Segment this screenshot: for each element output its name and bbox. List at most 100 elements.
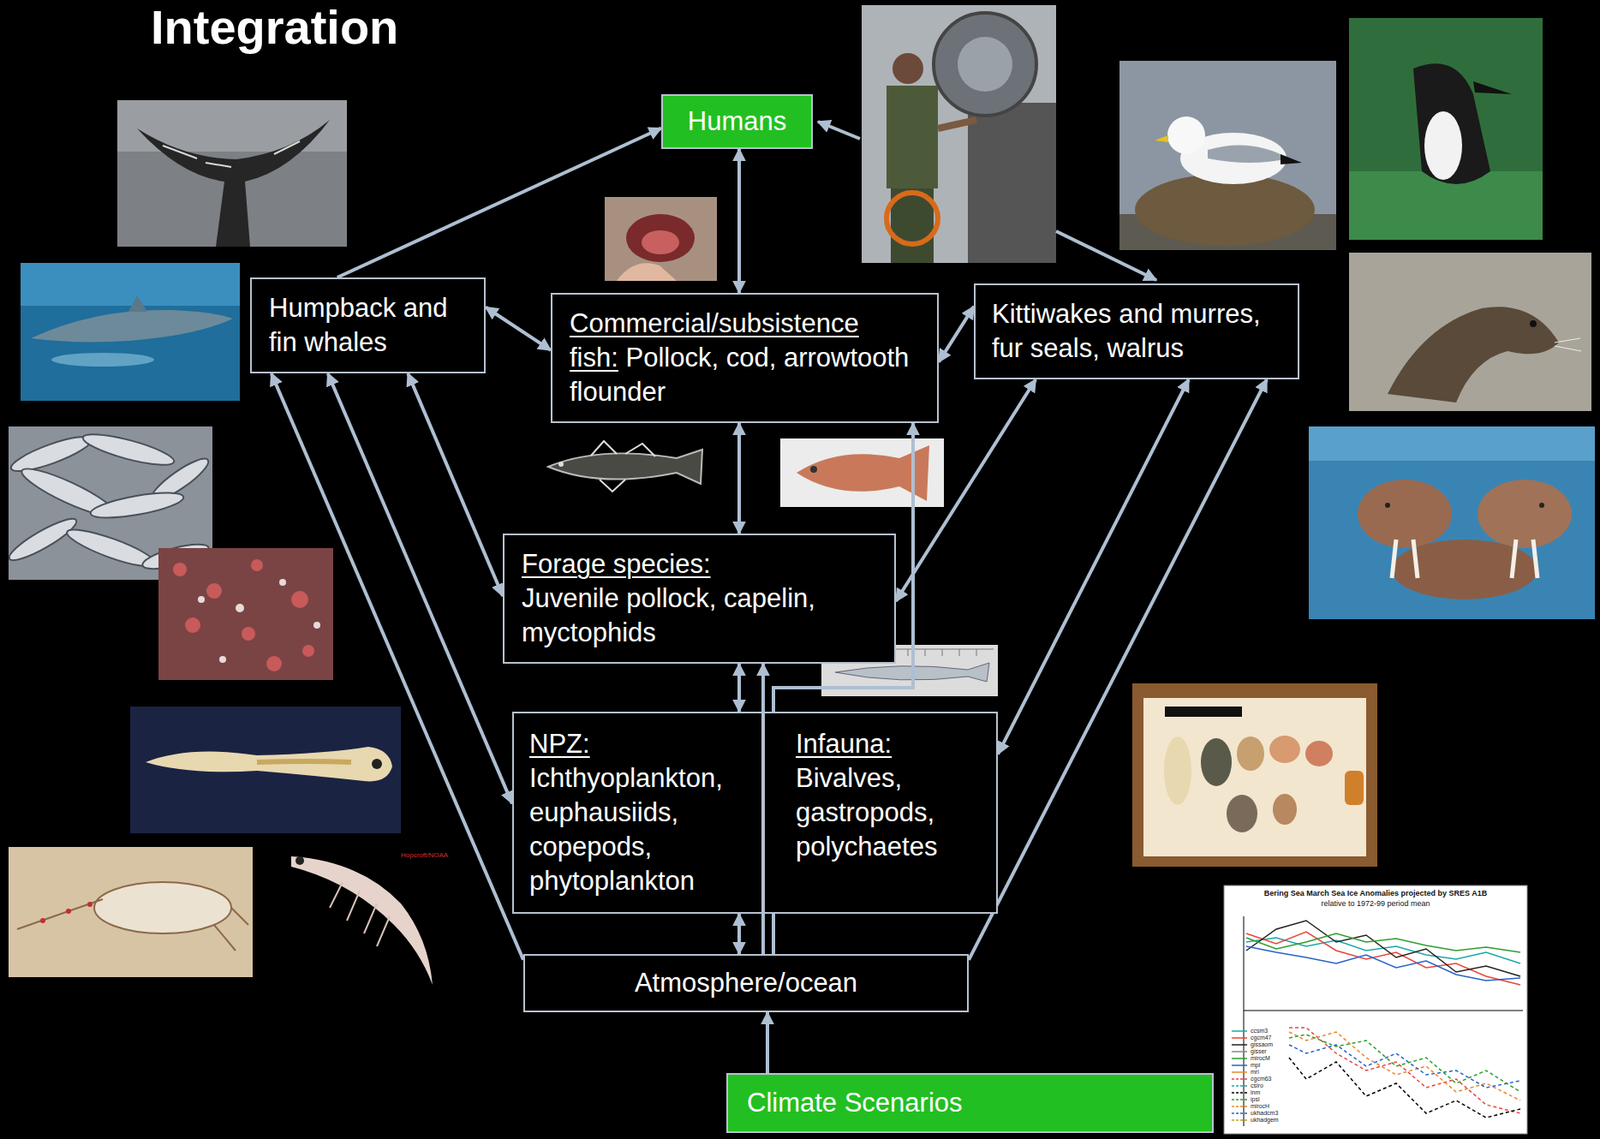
box-heading: NPZ: xyxy=(529,727,747,762)
sea-ice-chart-part-part xyxy=(1231,1050,1248,1053)
krill-catch-photo-part xyxy=(173,559,315,672)
krill-catch-photo-part-part xyxy=(313,621,321,629)
sea-ice-chart-part-part xyxy=(1246,946,1521,981)
chart-legend-entry: mirocM xyxy=(1250,1055,1271,1063)
rockfish-photo-part xyxy=(780,438,944,508)
pollock-drawing-part xyxy=(558,461,564,467)
fisher-photo-part xyxy=(967,102,1057,263)
fish-larva-photo-part xyxy=(145,746,393,782)
bivalves-photo-part xyxy=(1344,770,1364,806)
driver-box: Atmosphere/ocean xyxy=(523,954,969,1013)
bivalves-photo-part xyxy=(1164,736,1192,806)
krill-photo-part xyxy=(291,856,433,986)
copepod-photo-part xyxy=(65,908,72,914)
sea-ice-chart-part-part xyxy=(1231,1112,1248,1115)
group-box: Kittiwakes and murres, fur seals, walrus xyxy=(973,283,1300,380)
fisher-photo-part xyxy=(886,85,938,189)
sea-ice-chart-part-part xyxy=(1231,1057,1248,1060)
fish-catch-photo-part-part xyxy=(89,488,186,524)
chart-legend-entry: csiro xyxy=(1250,1082,1264,1090)
chart-legend-entry: inm xyxy=(1250,1089,1260,1097)
kittiwake-photo xyxy=(1119,60,1337,251)
sea-ice-chart-part-part xyxy=(1289,1032,1521,1101)
box-text: Pollock, cod, arrowtooth flounder xyxy=(569,342,909,407)
krill-catch-photo-part-part xyxy=(241,626,256,641)
fisher-photo-part xyxy=(957,36,1013,92)
walrus-photo-part xyxy=(1357,479,1452,549)
copepod-photo-part xyxy=(17,899,103,930)
chart-legend-entry: ukhadcm3 xyxy=(1250,1110,1278,1117)
box-heading: Forage species: xyxy=(521,547,878,582)
bivalves-photo-part xyxy=(1132,683,1378,867)
rockfish-photo-part xyxy=(796,445,930,502)
box-text: Climate Scenarios xyxy=(746,1086,1194,1121)
krill-catch-photo-part-part xyxy=(302,644,315,657)
bivalves-photo-part xyxy=(1226,794,1258,833)
murre-photo-part xyxy=(1349,17,1543,240)
sea-ice-chart-part-part xyxy=(1246,931,1521,986)
box-text: Juvenile pollock, capelin, myctophids xyxy=(521,581,878,651)
sea-ice-chart-part xyxy=(1246,920,1521,1118)
connector-arrow xyxy=(737,663,741,712)
fur-seal-photo-part xyxy=(1529,320,1537,328)
connector-arrow xyxy=(737,423,741,534)
box-text: Atmosphere/ocean xyxy=(535,966,957,1001)
sea-ice-chart-part-part xyxy=(1231,1044,1248,1046)
krill-photo xyxy=(291,856,433,986)
walrus-photo-part xyxy=(1391,539,1538,600)
sea-ice-chart-part-part xyxy=(1246,933,1521,953)
krill-catch-photo-part-part xyxy=(266,656,282,672)
walrus-photo-part xyxy=(1385,502,1391,508)
sea-ice-chart-part-part xyxy=(1231,1085,1248,1087)
walrus-photo-part xyxy=(1477,479,1572,549)
murre-photo-part xyxy=(1424,111,1463,180)
murre-photo-part xyxy=(1413,63,1491,185)
chart-legend-entry: cgcm47 xyxy=(1250,1034,1272,1042)
fin-whale-photo xyxy=(20,262,240,401)
bivalves-photo-part xyxy=(1236,736,1265,771)
connector-arrow xyxy=(337,128,662,278)
sea-ice-chart-part-part xyxy=(1289,1057,1521,1118)
whale-fluke-photo xyxy=(117,100,347,247)
sea-ice-chart-part-part xyxy=(1231,1078,1248,1081)
box-text: Kittiwakes and murres, fur seals, walrus xyxy=(991,297,1282,366)
copepod-photo-part xyxy=(8,847,253,978)
sea-ice-chart-part-part xyxy=(1246,920,1521,977)
connector-arrow xyxy=(938,306,974,363)
fish-larva-photo-part xyxy=(130,706,401,834)
krill-catch-photo-part-part xyxy=(185,617,201,633)
krill-catch-photo-part-part xyxy=(197,596,205,603)
connector-arrow xyxy=(271,373,524,961)
scenario-box: Climate Scenarios xyxy=(726,1073,1214,1134)
fish-larva-photo xyxy=(130,706,401,834)
krill-catch-photo-part-part xyxy=(206,583,222,599)
sea-ice-chart-part-part xyxy=(1231,1064,1248,1067)
sea-ice-chart-part-part xyxy=(1289,1044,1521,1088)
connector-arrow xyxy=(737,913,741,955)
fin-whale-photo-part xyxy=(20,262,240,401)
box-text: Humans xyxy=(673,104,801,139)
sea-ice-chart-part-part xyxy=(1231,1119,1248,1122)
bivalves-photo-part xyxy=(1269,735,1301,764)
connector-arrow xyxy=(328,373,513,804)
connector-arrow xyxy=(485,307,551,351)
fisher-photo-part xyxy=(933,12,1037,116)
sea-ice-chart-part-part xyxy=(1231,1092,1248,1094)
kittiwake-photo-part xyxy=(1119,60,1337,251)
group-box: Humpback and fin whales xyxy=(250,277,486,374)
bivalves-photo-part xyxy=(1143,698,1367,857)
group-box: Commercial/subsistence fish:Pollock, cod… xyxy=(550,292,939,424)
bivalves-photo-part xyxy=(1272,794,1297,825)
copepod-photo-part xyxy=(214,907,249,951)
fur-seal-photo-part xyxy=(1387,306,1559,403)
whale-fluke-photo-part xyxy=(117,100,347,152)
scenario-box: Humans xyxy=(661,94,813,150)
pollock-drawing xyxy=(548,441,703,492)
sea-ice-chart-part xyxy=(1231,1031,1248,1121)
walrus-photo xyxy=(1308,426,1595,620)
sea-ice-chart-part-part xyxy=(1231,1105,1248,1108)
kittiwake-photo-part xyxy=(1154,135,1169,143)
bivalves-photo xyxy=(1132,683,1378,867)
bivalves-photo-part xyxy=(1164,706,1242,717)
